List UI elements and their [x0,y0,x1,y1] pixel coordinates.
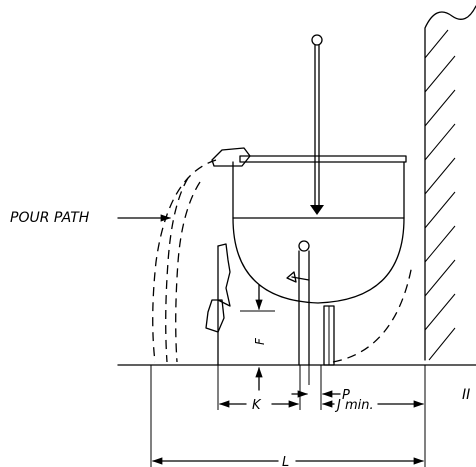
cut-edge-label: II [462,387,470,403]
dimension-l: L [151,455,425,467]
support-leg [286,240,335,366]
dimension-f-label: F [253,337,267,345]
dimension-k-label: K [252,398,262,413]
pour-path-label: POUR PATH [10,210,90,226]
dimension-l-label: L [282,455,289,467]
pour-path [152,159,217,363]
tilt-swing-path [332,264,413,363]
dimension-j-min: J min. [321,398,425,413]
dimension-p-label: P [342,388,350,403]
dimension-j-min-label: J min. [334,398,374,413]
dimension-p: P [291,388,350,403]
kettle-body [211,147,407,304]
center-rod [310,34,324,215]
wall [424,5,476,361]
tilted-position-outline [205,243,231,366]
extension-lines [150,365,426,467]
dimension-f: F [240,284,275,391]
dimension-k: K [218,398,300,413]
